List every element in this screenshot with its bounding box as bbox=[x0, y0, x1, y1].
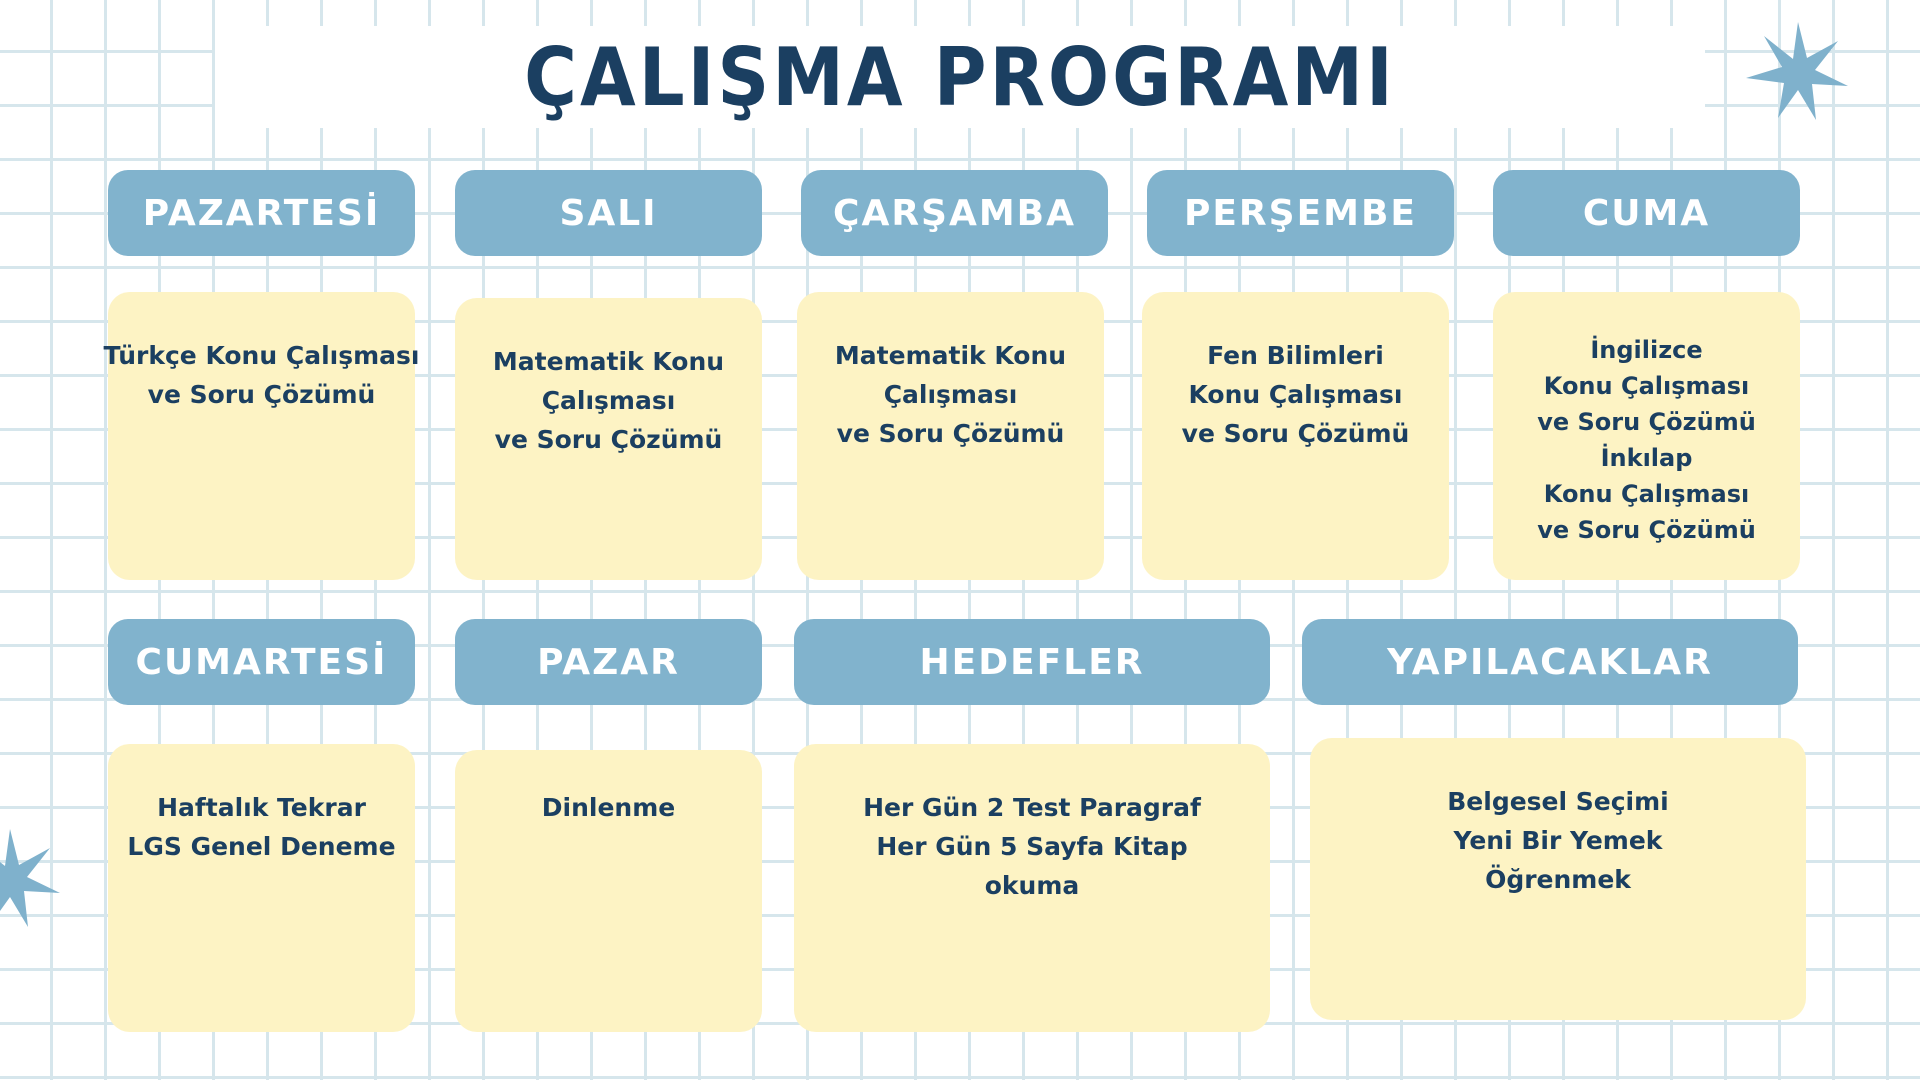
sparkle-star-icon bbox=[0, 829, 60, 927]
task-line: ve Soru Çözümü bbox=[836, 419, 1065, 448]
day-card-pazartesi: Türkçe Konu Çalışması ve Soru Çözümü bbox=[104, 292, 419, 580]
task-line: ve Soru Çözümü bbox=[1181, 419, 1410, 448]
day-card-persembe: Fen Bilimleri Konu Çalışması ve Soru Çöz… bbox=[1142, 292, 1449, 580]
task-line: Türkçe Konu Çalışması bbox=[103, 341, 420, 370]
todo-line: Yeni Bir Yemek bbox=[1453, 826, 1663, 855]
task-line: ve Soru Çözümü bbox=[147, 380, 376, 409]
task-line: Konu Çalışması bbox=[1543, 372, 1750, 400]
day-card-cuma: İngilizce Konu Çalışması ve Soru Çözümü … bbox=[1493, 292, 1800, 580]
todos-header: YAPILACAKLAR bbox=[1302, 619, 1798, 705]
goal-line: okuma bbox=[984, 871, 1080, 900]
goals-card: Her Gün 2 Test Paragraf Her Gün 5 Sayfa … bbox=[794, 744, 1270, 1032]
todo-line: Öğrenmek bbox=[1485, 865, 1631, 894]
task-line: ve Soru Çözümü bbox=[1537, 408, 1756, 436]
day-header-cuma: CUMA bbox=[1493, 170, 1800, 256]
task-line: İngilizce bbox=[1590, 336, 1703, 364]
task-line: Konu Çalışması bbox=[1543, 480, 1750, 508]
task-line: Çalışması bbox=[541, 386, 676, 415]
task-line: Çalışması bbox=[883, 380, 1018, 409]
day-header-pazartesi: PAZARTESİ bbox=[108, 170, 415, 256]
sparkle-star-icon bbox=[1746, 22, 1848, 120]
goal-line: Her Gün 5 Sayfa Kitap bbox=[876, 832, 1188, 861]
task-line: LGS Genel Deneme bbox=[127, 832, 396, 861]
task-line: Dinlenme bbox=[541, 793, 676, 822]
goals-header: HEDEFLER bbox=[794, 619, 1270, 705]
page-title: ÇALIŞMA PROGRAMI bbox=[524, 29, 1396, 125]
task-line: Haftalık Tekrar bbox=[157, 793, 366, 822]
task-line: İnkılap bbox=[1600, 444, 1693, 472]
day-header-sali: SALI bbox=[455, 170, 762, 256]
day-header-carsamba: ÇARŞAMBA bbox=[801, 170, 1108, 256]
day-card-cumartesi: Haftalık Tekrar LGS Genel Deneme bbox=[108, 744, 415, 1032]
task-line: ve Soru Çözümü bbox=[494, 425, 723, 454]
day-card-sali: Matematik Konu Çalışması ve Soru Çözümü bbox=[455, 298, 762, 580]
task-line: Fen Bilimleri bbox=[1207, 341, 1384, 370]
task-line: ve Soru Çözümü bbox=[1537, 516, 1756, 544]
day-header-pazar: PAZAR bbox=[455, 619, 762, 705]
todo-line: Belgesel Seçimi bbox=[1447, 787, 1669, 816]
task-line: Matematik Konu bbox=[834, 341, 1067, 370]
task-line: Matematik Konu bbox=[492, 347, 725, 376]
title-band: ÇALIŞMA PROGRAMI bbox=[215, 26, 1705, 128]
task-line: Konu Çalışması bbox=[1188, 380, 1403, 409]
day-card-pazar: Dinlenme bbox=[455, 750, 762, 1032]
day-header-persembe: PERŞEMBE bbox=[1147, 170, 1454, 256]
day-card-carsamba: Matematik Konu Çalışması ve Soru Çözümü bbox=[797, 292, 1104, 580]
goal-line: Her Gün 2 Test Paragraf bbox=[863, 793, 1201, 822]
todos-card: Belgesel Seçimi Yeni Bir Yemek Öğrenmek bbox=[1310, 738, 1806, 1020]
day-header-cumartesi: CUMARTESİ bbox=[108, 619, 415, 705]
